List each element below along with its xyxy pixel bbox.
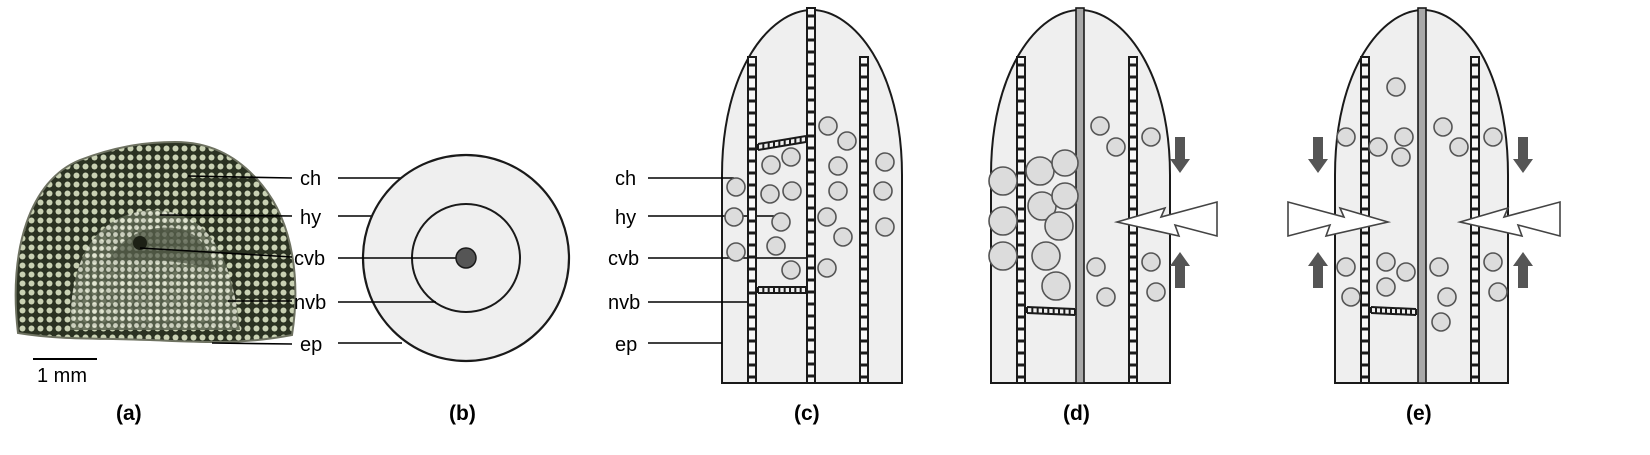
cell-c <box>781 260 801 280</box>
panel-b: (b) <box>338 153 571 425</box>
label-ch-c: ch <box>615 168 636 190</box>
caption-e: (e) <box>1406 402 1432 425</box>
label-nvb-ab: nvb <box>294 292 326 314</box>
cell-d <box>988 206 1018 236</box>
cell-d <box>1096 287 1116 307</box>
cell-c <box>817 207 837 227</box>
cell-e <box>1368 137 1388 157</box>
cell-d <box>988 241 1018 271</box>
scale-bar-label: 1 mm <box>37 365 87 387</box>
cell-d <box>988 166 1018 196</box>
cell-d <box>1041 271 1071 301</box>
label-hy-c: hy <box>615 207 636 229</box>
cell-d <box>1044 211 1074 241</box>
cell-d <box>1051 149 1079 177</box>
cell-d <box>1025 156 1055 186</box>
cell-e <box>1341 287 1361 307</box>
cell-c <box>766 236 786 256</box>
schematic-details <box>724 7 1561 384</box>
ladder-d <box>1026 306 1076 310</box>
cell-e <box>1394 127 1414 147</box>
arrow-down-e-left <box>1308 137 1328 173</box>
panel-a: 1 mm (a) <box>14 140 297 425</box>
cell-e <box>1449 137 1469 157</box>
label-cvb-ab: cvb <box>294 248 325 270</box>
cell-e <box>1376 252 1396 272</box>
labels-ab: ch hy cvb nvb ep <box>294 168 326 356</box>
cell-e <box>1429 257 1449 277</box>
cell-e <box>1336 257 1356 277</box>
arrow-up-e-left <box>1308 252 1328 288</box>
cell-c <box>761 155 781 175</box>
cell-c <box>782 181 802 201</box>
leader-ch-a <box>187 175 293 179</box>
cell-c <box>726 242 746 262</box>
lightning-bolt-e-right <box>1456 200 1561 238</box>
arrow-down-e-right <box>1513 137 1533 173</box>
label-cvb-c: cvb <box>608 248 639 270</box>
cell-e <box>1433 117 1453 137</box>
cell-d <box>1141 252 1161 272</box>
cell-c <box>875 217 895 237</box>
central-bundle-dot <box>455 247 477 269</box>
caption-a: (a) <box>116 402 142 425</box>
leader-hy-a <box>159 214 293 217</box>
cell-c <box>817 258 837 278</box>
ladder-c-top <box>757 135 807 145</box>
arrow-up-e-right <box>1513 252 1533 288</box>
cell-d <box>1141 127 1161 147</box>
cell-e <box>1431 312 1451 332</box>
label-hy-ab: hy <box>300 207 321 229</box>
lightning-bolt-e-left <box>1287 200 1392 238</box>
cell-c <box>760 184 780 204</box>
label-ep-ab: ep <box>300 334 322 356</box>
cell-e <box>1386 77 1406 97</box>
ladder-e <box>1370 312 1417 316</box>
leader-ep-a <box>211 342 293 345</box>
cell-c <box>771 212 791 232</box>
arrow-up-d <box>1170 252 1190 288</box>
lightning-bolt-d <box>1113 200 1218 238</box>
central-strand-e <box>1417 7 1427 384</box>
cell-c <box>781 147 801 167</box>
cell-c <box>724 207 744 227</box>
cell-d <box>1086 257 1106 277</box>
cell-e <box>1483 252 1503 272</box>
cell-c <box>828 156 848 176</box>
cell-e <box>1483 127 1503 147</box>
label-ch-ab: ch <box>300 168 321 190</box>
cell-c <box>818 116 838 136</box>
cell-c <box>875 152 895 172</box>
ladder-c-top <box>757 141 807 151</box>
cell-d <box>1031 241 1061 271</box>
cell-c <box>828 181 848 201</box>
ladder-d <box>1026 312 1076 316</box>
cell-d <box>1051 182 1079 210</box>
cell-d <box>1090 116 1110 136</box>
cell-d <box>1106 137 1126 157</box>
cell-c <box>726 177 746 197</box>
leader-cvb-a <box>139 247 293 258</box>
caption-d: (d) <box>1063 402 1090 425</box>
cell-e <box>1437 287 1457 307</box>
cell-e <box>1396 262 1416 282</box>
cell-e <box>1336 127 1356 147</box>
cell-d <box>1146 282 1166 302</box>
label-nvb-c: nvb <box>608 292 640 314</box>
cell-c <box>833 227 853 247</box>
arrow-down-d <box>1170 137 1190 173</box>
label-ep-c: ep <box>615 334 637 356</box>
cell-c <box>873 181 893 201</box>
ladder-e <box>1370 306 1417 310</box>
cell-c <box>837 131 857 151</box>
caption-c: (c) <box>794 402 820 425</box>
cell-e <box>1376 277 1396 297</box>
caption-b: (b) <box>449 402 476 425</box>
cell-e <box>1391 147 1411 167</box>
cell-e <box>1488 282 1508 302</box>
